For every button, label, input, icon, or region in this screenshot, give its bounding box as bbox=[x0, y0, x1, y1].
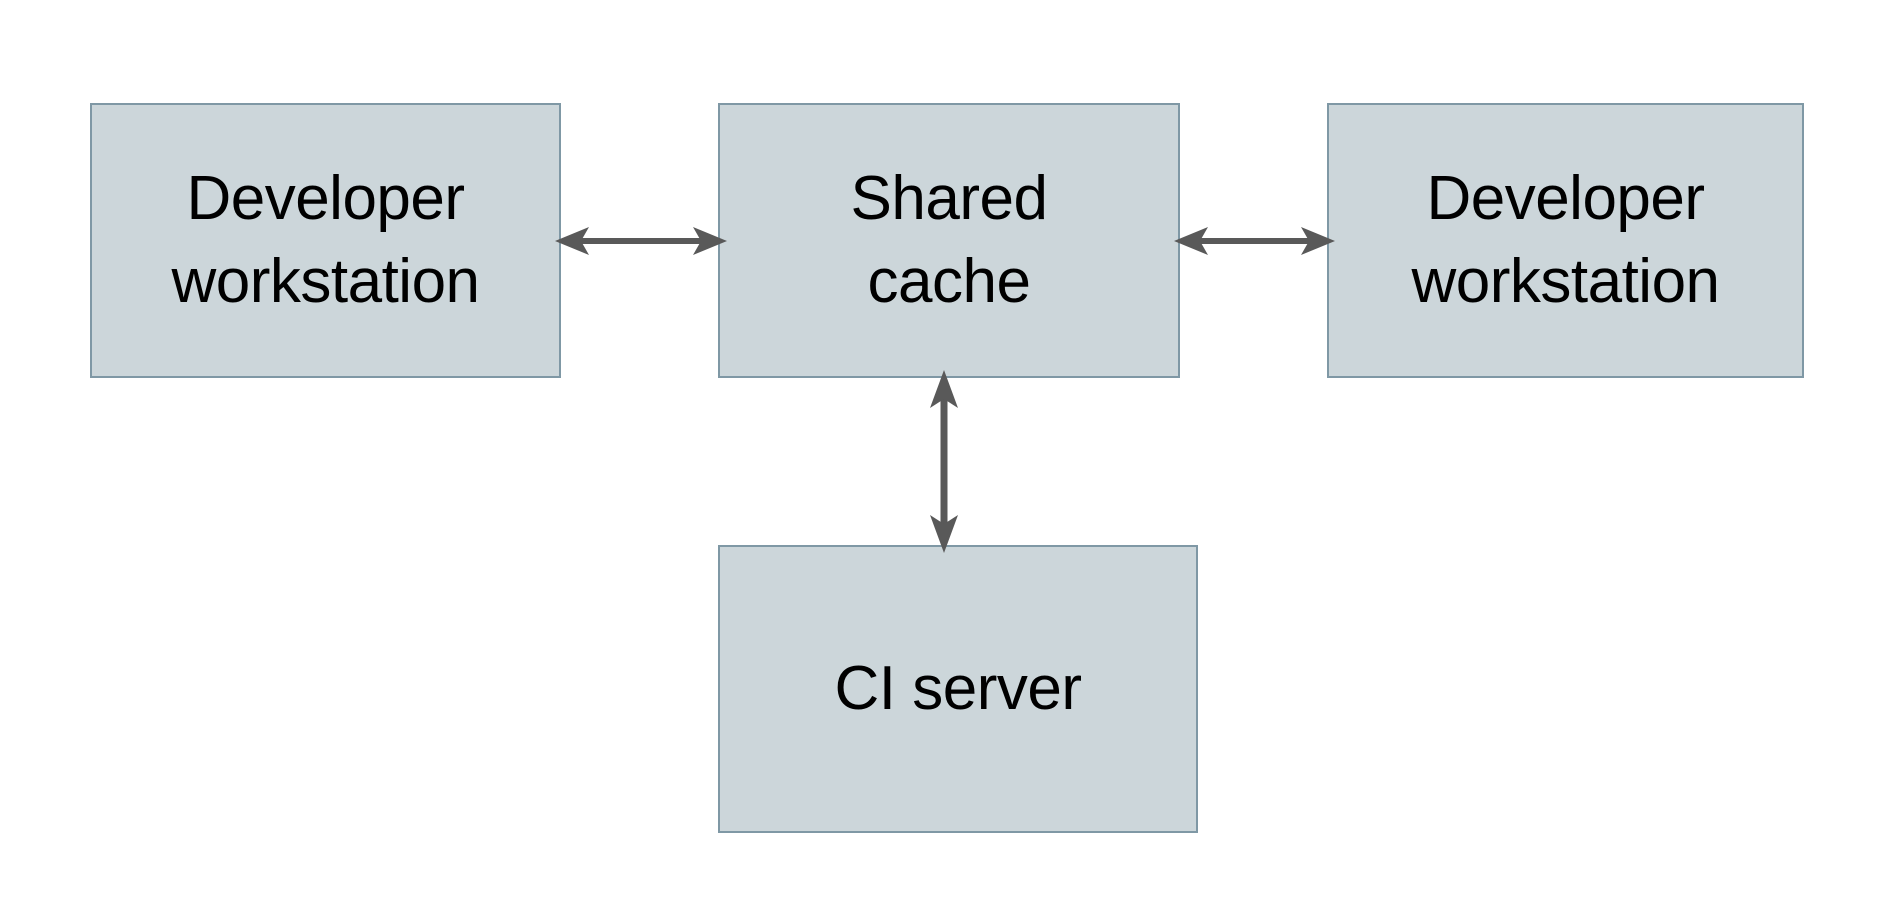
node-shared-cache[interactable]: Shared cache bbox=[718, 103, 1180, 378]
edge-developer-workstation-left-to-shared-cache bbox=[555, 205, 727, 277]
double-arrow-horizontal-icon bbox=[555, 227, 727, 255]
double-arrow-vertical-icon bbox=[930, 370, 958, 553]
node-label: CI server bbox=[834, 653, 1082, 723]
node-ci-server[interactable]: CI server bbox=[718, 545, 1198, 833]
edge-shared-cache-to-developer-workstation-right bbox=[1174, 205, 1335, 277]
node-label: Developer workstation bbox=[1411, 164, 1720, 316]
node-developer-workstation-right[interactable]: Developer workstation bbox=[1327, 103, 1804, 378]
node-label: Developer workstation bbox=[171, 164, 480, 316]
node-developer-workstation-left[interactable]: Developer workstation bbox=[90, 103, 561, 378]
double-arrow-horizontal-icon bbox=[1174, 227, 1335, 255]
edge-shared-cache-to-ci-server bbox=[906, 370, 982, 553]
node-label: Shared cache bbox=[850, 164, 1048, 316]
